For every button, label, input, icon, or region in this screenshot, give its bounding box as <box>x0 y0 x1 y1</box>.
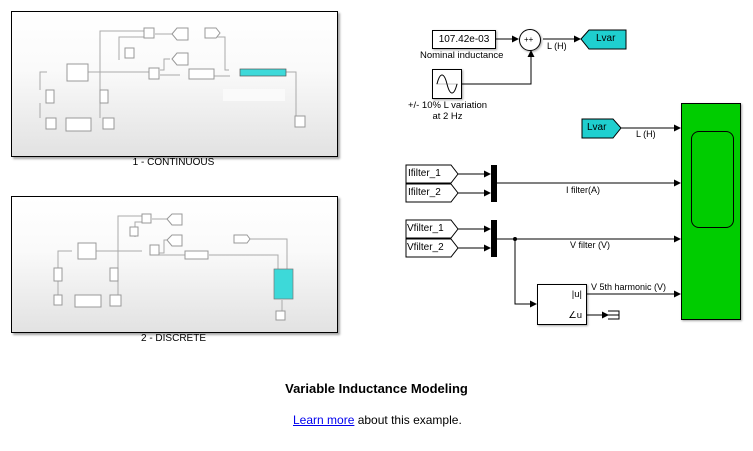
learn-more-suffix: about this example. <box>354 413 462 427</box>
wire-vmux-to-fourier <box>514 239 537 308</box>
from-vfilter-1-tag: Vfilter_1 <box>407 223 444 234</box>
scope-screen-icon <box>691 131 734 228</box>
signal-label-lvar: L (H) <box>636 129 656 139</box>
from-vfilter-2[interactable] <box>405 238 459 259</box>
from-ifilter-1-tag: Ifilter_1 <box>408 168 441 179</box>
signal-label-vfilter: V filter (V) <box>570 240 611 250</box>
subsystem-continuous-label: 1 - CONTINUOUS <box>132 157 215 168</box>
nominal-inductance-constant[interactable]: 107.42e-03 <box>432 30 496 49</box>
mux-vfilter[interactable] <box>491 220 497 257</box>
goto-lvar-tag: Lvar <box>596 33 616 44</box>
from-ifilter-2-tag: Ifilter_2 <box>408 187 441 198</box>
from-vfilter-1[interactable] <box>405 219 459 240</box>
sine-wave-icon <box>436 74 458 94</box>
sum-signs: ++ <box>524 35 534 44</box>
subsystem-continuous[interactable] <box>11 11 338 157</box>
from-lvar-tag: Lvar <box>587 122 607 133</box>
fourier-port-angle: ∠u <box>568 310 582 321</box>
sine-wave-block[interactable] <box>432 69 462 99</box>
model-title: Variable Inductance Modeling <box>285 381 468 396</box>
fourier-block[interactable]: |u| ∠u <box>537 284 587 325</box>
learn-more-line: Learn more about this example. <box>293 413 462 427</box>
terminator-icon <box>608 310 620 320</box>
subsystem-discrete[interactable] <box>11 196 338 333</box>
subsystem-discrete-label: 2 - DISCRETE <box>140 333 206 344</box>
subsystem-discrete-preview <box>53 213 294 321</box>
fourier-port-magnitude: |u| <box>571 289 582 300</box>
signal-label-v5th: V 5th harmonic (V) <box>591 282 667 292</box>
from-ifilter-2[interactable] <box>405 183 459 204</box>
from-lvar[interactable] <box>581 118 623 140</box>
mux-ifilter[interactable] <box>491 165 497 202</box>
wire-sine-to-sum <box>462 50 535 85</box>
learn-more-link[interactable]: Learn more <box>293 413 355 427</box>
subsystem-continuous-preview <box>39 27 306 132</box>
signal-label-sum-out: L (H) <box>547 41 567 51</box>
signal-label-ifilter: I filter(A) <box>566 185 601 195</box>
from-vfilter-2-tag: Vfilter_2 <box>407 242 444 253</box>
sum-block[interactable]: ++ <box>519 29 541 51</box>
from-ifilter-1[interactable] <box>405 164 459 185</box>
nominal-inductance-value: 107.42e-03 <box>438 34 490 45</box>
sine-wave-label-line1: +/- 10% L variation <box>407 100 488 111</box>
branch-point <box>513 237 517 241</box>
goto-lvar[interactable] <box>580 29 628 51</box>
scope-block[interactable] <box>681 103 741 320</box>
sine-wave-label: +/- 10% L variation at 2 Hz <box>396 100 499 122</box>
nominal-inductance-label: Nominal inductance <box>420 50 504 61</box>
sine-wave-label-line2: at 2 Hz <box>432 111 463 122</box>
